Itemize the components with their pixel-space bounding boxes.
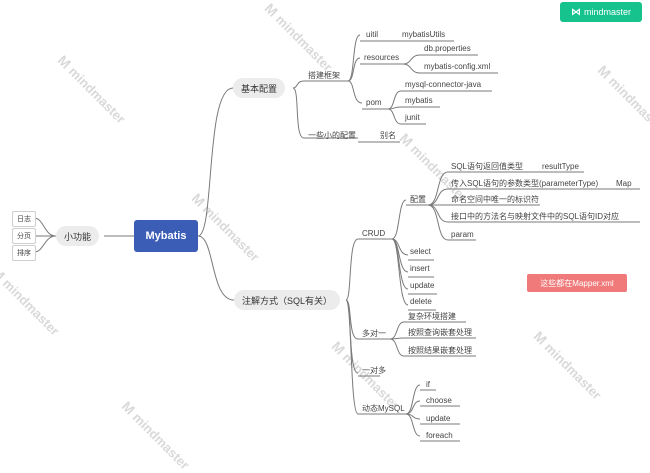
dynamic-item-if[interactable]: if <box>426 380 430 389</box>
root-node[interactable]: Mybatis <box>134 220 198 252</box>
op-update[interactable]: update <box>410 281 435 290</box>
junit-node[interactable]: junit <box>405 113 420 122</box>
op-insert[interactable]: insert <box>410 264 430 273</box>
alias-node[interactable]: 别名 <box>380 131 396 140</box>
config-item-param[interactable]: param <box>451 230 474 239</box>
framework-node[interactable]: 搭建框架 <box>308 71 340 80</box>
op-delete[interactable]: delete <box>410 297 432 306</box>
dynamic-item-choose[interactable]: choose <box>426 396 452 405</box>
small-config-node[interactable]: 一些小的配置 <box>308 131 356 140</box>
mindmaster-logo-icon: ⋈ <box>570 6 581 18</box>
config-item-parameter-type-extra[interactable]: Map <box>616 179 632 188</box>
left-branch-node[interactable]: 小功能 <box>56 226 100 246</box>
many-to-one-item-query[interactable]: 按照查询嵌套处理 <box>408 328 472 337</box>
pom-node[interactable]: pom <box>366 98 382 107</box>
mindmap-edges <box>33 34 640 442</box>
dynamic-item-foreach[interactable]: foreach <box>426 431 453 440</box>
basic-config-node[interactable]: 基本配置 <box>233 78 286 98</box>
uitil-node[interactable]: uitil <box>366 30 379 39</box>
db-properties-node[interactable]: db.properties <box>424 44 471 53</box>
config-item-namespace[interactable]: 命名空间中唯一的标识符 <box>451 195 539 204</box>
config-item-result-type[interactable]: SQL语句返回值类型 <box>451 162 524 171</box>
left-item-log[interactable]: 日志 <box>12 211 36 227</box>
dynamic-sql-node[interactable]: 动态MySQL <box>362 404 405 413</box>
dynamic-item-update[interactable]: update <box>426 414 451 423</box>
mybatis-utils-node[interactable]: mybatisUtils <box>402 30 446 39</box>
brand-label: mindmaster <box>583 7 631 17</box>
config-item-method-id[interactable]: 接口中的方法名与映射文件中的SQL语句ID对应 <box>451 212 620 221</box>
mybatis-config-node[interactable]: mybatis-config.xml <box>424 62 491 71</box>
left-item-paging[interactable]: 分页 <box>12 228 36 244</box>
resources-node[interactable]: resources <box>364 53 400 62</box>
annotation-node[interactable]: 注解方式（SQL有关） <box>234 290 341 310</box>
mindmaster-badge[interactable]: ⋈ mindmaster <box>560 2 642 22</box>
config-item-parameter-type[interactable]: 传入SQL语句的参数类型(parameterType) <box>451 179 599 188</box>
one-to-many-node[interactable]: 一对多 <box>362 366 386 375</box>
config-item-result-type-extra[interactable]: resultType <box>542 162 579 171</box>
mapper-note[interactable]: 这些都在Mapper.xml <box>527 274 627 292</box>
many-to-one-item-result[interactable]: 按照结果嵌套处理 <box>408 346 472 355</box>
crud-node[interactable]: CRUD <box>362 229 386 238</box>
many-to-one-item-setup[interactable]: 复杂环境搭建 <box>408 312 456 321</box>
left-item-sort[interactable]: 排序 <box>12 245 36 261</box>
many-to-one-node[interactable]: 多对一 <box>362 329 386 338</box>
mysql-connector-node[interactable]: mysql-connector-java <box>405 80 482 89</box>
mybatis-dep-node[interactable]: mybatis <box>405 96 433 105</box>
config-node[interactable]: 配置 <box>410 195 426 204</box>
mindmap-canvas <box>33 34 640 442</box>
op-select[interactable]: select <box>410 247 431 256</box>
